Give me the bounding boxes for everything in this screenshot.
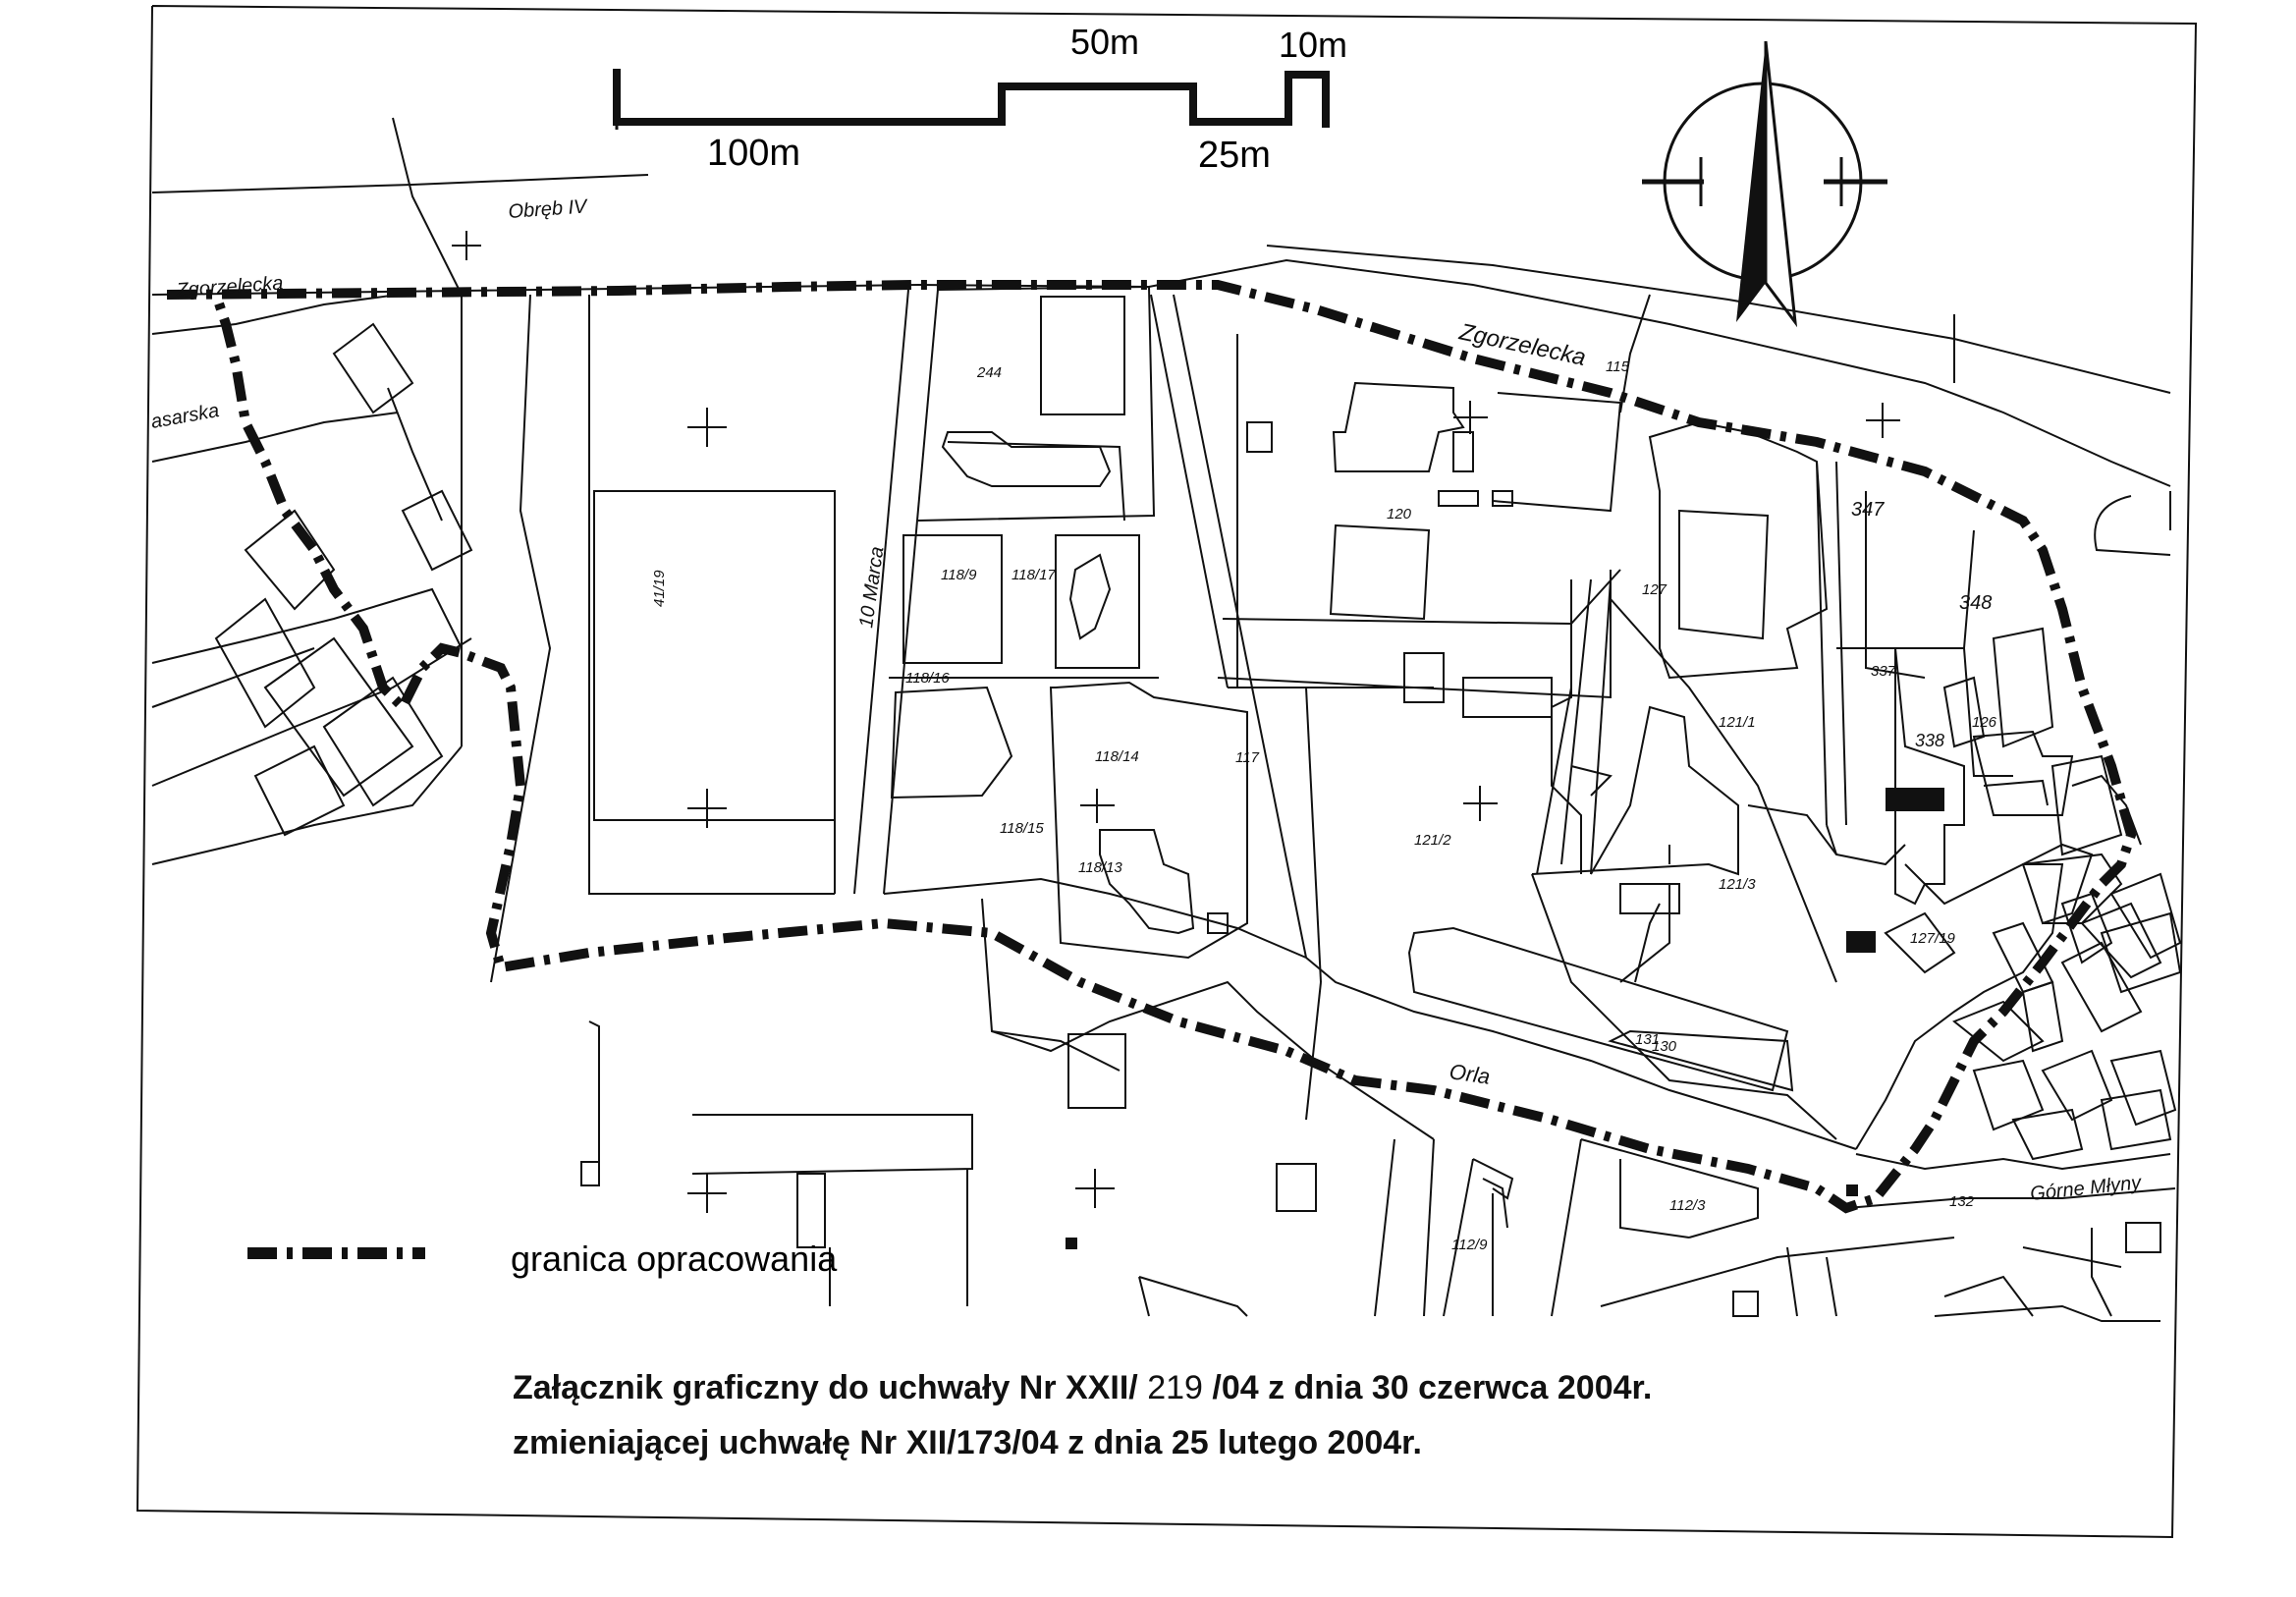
parcel-348: 348 xyxy=(1959,592,1992,614)
parcel-121-3: 121/3 xyxy=(1719,876,1756,893)
parcel-130: 130 xyxy=(1652,1038,1677,1055)
sheet-frame xyxy=(136,5,2198,1539)
parcel-347: 347 xyxy=(1851,499,1885,521)
parcel-numbers: 244 115 347 348 127 130 131 132 126 120 … xyxy=(651,358,1997,1253)
parcel-118-15: 118/15 xyxy=(1000,820,1044,837)
caption-line-1-prefix: Załącznik graficzny do uchwały Nr XXII/ xyxy=(513,1369,1147,1406)
scale-label-25m: 25m xyxy=(1198,135,1271,176)
parcel-121-2: 121/2 xyxy=(1414,832,1451,849)
parcel-127: 127 xyxy=(1642,581,1667,598)
parcel-lines xyxy=(151,117,2182,1322)
dark-details xyxy=(1066,788,1944,1249)
street-obreb: Obręb IV xyxy=(508,195,589,223)
parcel-112-9: 112/9 xyxy=(1451,1237,1488,1253)
parcel-41-19: 41/19 xyxy=(651,570,668,607)
study-area-boundary xyxy=(166,280,2137,1214)
caption: Załącznik graficzny do uchwały Nr XXII/ … xyxy=(513,1369,1652,1461)
parcel-118-16: 118/16 xyxy=(905,670,950,687)
scale-bar: 50m 10m 100m 25m xyxy=(613,22,1347,176)
caption-line-2: zmieniającej uchwałę Nr XII/173/04 z dni… xyxy=(513,1424,1422,1461)
parcel-126: 126 xyxy=(1972,714,1997,731)
street-orla: Orla xyxy=(1448,1059,1492,1089)
north-arrow-icon xyxy=(1642,40,1887,328)
parcel-132: 132 xyxy=(1949,1193,1975,1210)
legend: granica opracowania xyxy=(247,1239,838,1279)
caption-line-1-suffix: /04 z dnia 30 czerwca 2004r. xyxy=(1203,1369,1652,1406)
parcel-112-3: 112/3 xyxy=(1669,1197,1706,1214)
boundary-legend-label: granica opracowania xyxy=(511,1239,838,1279)
street-zgorzelecka-left: Zgorzelecka xyxy=(175,272,284,302)
caption-line-1-number: 219 xyxy=(1147,1369,1203,1406)
caption-line-1: Załącznik graficzny do uchwały Nr XXII/ … xyxy=(513,1369,1652,1406)
parcel-118-9: 118/9 xyxy=(941,567,977,583)
parcel-115: 115 xyxy=(1606,358,1630,375)
parcel-118-17: 118/17 xyxy=(1011,567,1056,583)
parcel-338: 338 xyxy=(1915,731,1944,750)
parcel-117: 117 xyxy=(1235,749,1260,766)
scale-label-100m: 100m xyxy=(707,133,800,174)
parcel-120: 120 xyxy=(1387,506,1412,523)
parcel-121-1: 121/1 xyxy=(1719,714,1756,731)
parcel-118-14: 118/14 xyxy=(1095,748,1139,765)
scale-label-10m: 10m xyxy=(1279,25,1347,65)
survey-cross-icons xyxy=(452,231,1900,1213)
parcel-127-19: 127/19 xyxy=(1910,930,1956,947)
parcel-244: 244 xyxy=(976,364,1002,381)
scale-label-50m: 50m xyxy=(1070,22,1139,62)
street-names: Zgorzelecka Zgorzelecka Obręb IV asarska… xyxy=(149,195,2143,1205)
street-10-marca: 10 Marca xyxy=(855,545,888,630)
street-gorne-mlyny: Górne Młyny xyxy=(2029,1172,2143,1205)
parcel-337: 337 xyxy=(1871,663,1896,680)
parcel-118-13: 118/13 xyxy=(1078,859,1122,876)
parcel-131: 131 xyxy=(1635,1031,1660,1048)
street-asarska: asarska xyxy=(149,400,221,433)
